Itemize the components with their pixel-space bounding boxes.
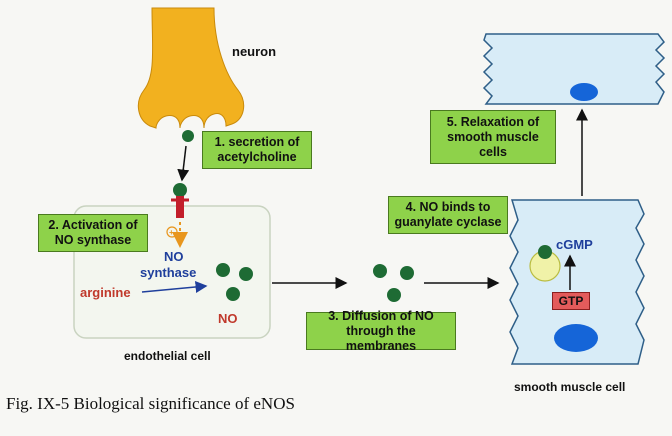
no-molecule-icon <box>538 245 552 259</box>
neuron-label: neuron <box>232 44 277 59</box>
step-1-line1: 1. secretion of <box>214 135 300 149</box>
step-3-box: 3. Diffusion of NO through the membranes <box>306 308 456 353</box>
receptor-ligand-icon <box>173 183 187 197</box>
smooth-muscle-cell-icon <box>509 199 645 365</box>
gtp-box: GTP <box>552 292 590 310</box>
step-5-line3: cells <box>479 144 507 159</box>
no-molecule-icon <box>239 267 253 281</box>
no-molecule-icon <box>387 288 401 302</box>
no-label: NO <box>218 311 238 326</box>
no-synthase-label-line1: NO <box>164 249 184 264</box>
no-molecule-icon <box>400 266 414 280</box>
relaxed-smooth-muscle-cell-icon <box>482 33 666 105</box>
step-4-line1: 4. NO binds to <box>405 200 491 214</box>
step-1-line2: acetylcholine <box>217 150 297 164</box>
step-4-box: 4. NO binds to guanylate cyclase <box>388 196 508 234</box>
smooth-muscle-cell-label: smooth muscle cell <box>514 380 626 394</box>
acetylcholine-molecule-icon <box>182 130 194 142</box>
step-5-line2: smooth muscle <box>447 129 539 144</box>
step-5-box: 5. Relaxation of smooth muscle cells <box>430 110 556 164</box>
step-5-line1: 5. Relaxation of <box>446 114 540 129</box>
no-molecule-icon <box>216 263 230 277</box>
step-4-line2: guanylate cyclase <box>394 215 502 229</box>
no-molecule-icon <box>226 287 240 301</box>
step-1-box: 1. secretion of acetylcholine <box>202 131 312 169</box>
step-2-line2: NO synthase <box>54 233 132 247</box>
step-3-line1: 3. Diffusion of NO <box>328 308 434 323</box>
step-2-box: 2. Activation of NO synthase <box>38 214 148 252</box>
endothelial-cell-label: endothelial cell <box>124 349 211 363</box>
nucleus-icon <box>570 83 598 101</box>
no-molecule-icon <box>373 264 387 278</box>
svg-text:+: + <box>169 228 174 237</box>
nucleus-icon <box>554 324 598 352</box>
arginine-label: arginine <box>80 285 131 300</box>
neuron-shape-icon <box>137 7 245 129</box>
step-3-line2: through the membranes <box>345 323 417 353</box>
figure-caption: Fig. IX-5 Biological significance of eNO… <box>6 394 295 413</box>
cgmp-label: cGMP <box>556 237 593 252</box>
gtp-label: GTP <box>558 293 584 308</box>
no-synthase-label-line2: synthase <box>140 265 197 280</box>
step-2-line1: 2. Activation of <box>48 218 138 232</box>
receptor-icon <box>176 196 184 218</box>
